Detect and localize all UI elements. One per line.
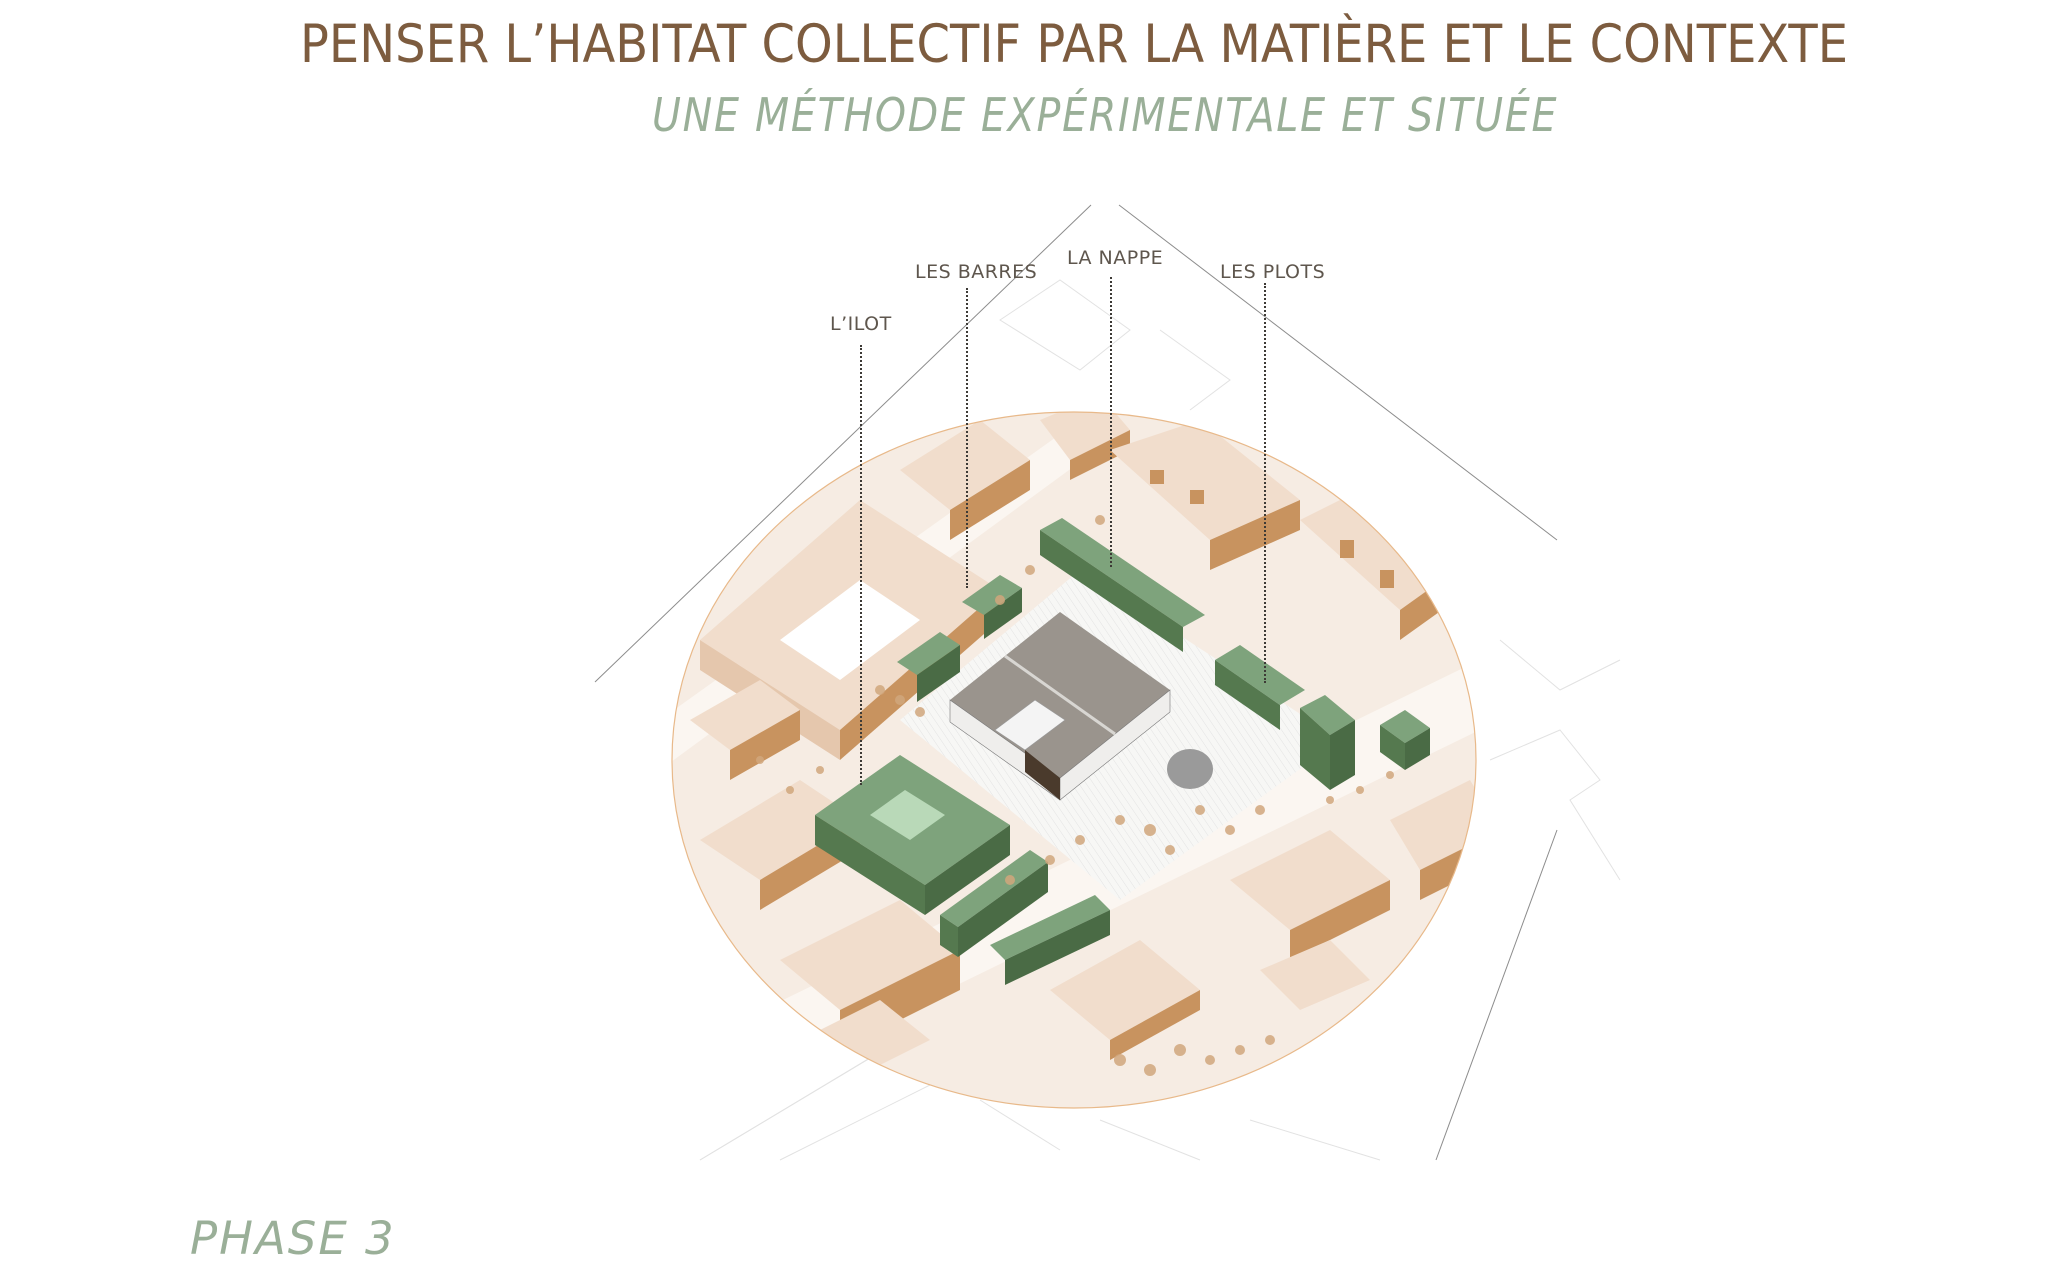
site-boundary-circle — [671, 411, 1477, 1109]
street-outlines — [699, 279, 1621, 1161]
label-ilot: L’ILOT — [830, 313, 892, 335]
leader-line-ilot — [860, 345, 862, 785]
leader-line-barres — [966, 288, 968, 588]
context-buildings — [690, 412, 1476, 1080]
central-hall — [949, 612, 1171, 801]
leader-line-plots — [1264, 283, 1266, 683]
trees — [756, 515, 1394, 1076]
page-title: PENSER L’HABITAT COLLECTIF PAR LA MATIÈR… — [300, 14, 1849, 75]
page-subtitle: UNE MÉTHODE EXPÉRIMENTALE ET SITUÉE — [652, 88, 1559, 142]
label-plots: LES PLOTS — [1220, 261, 1326, 283]
leader-line-nappe — [1110, 277, 1112, 567]
project-buildings — [815, 518, 1430, 985]
phase-label: PHASE 3 — [190, 1212, 396, 1265]
round-plaza — [1167, 749, 1213, 789]
label-nappe: LA NAPPE — [1067, 247, 1164, 269]
label-barres: LES BARRES — [915, 261, 1038, 283]
